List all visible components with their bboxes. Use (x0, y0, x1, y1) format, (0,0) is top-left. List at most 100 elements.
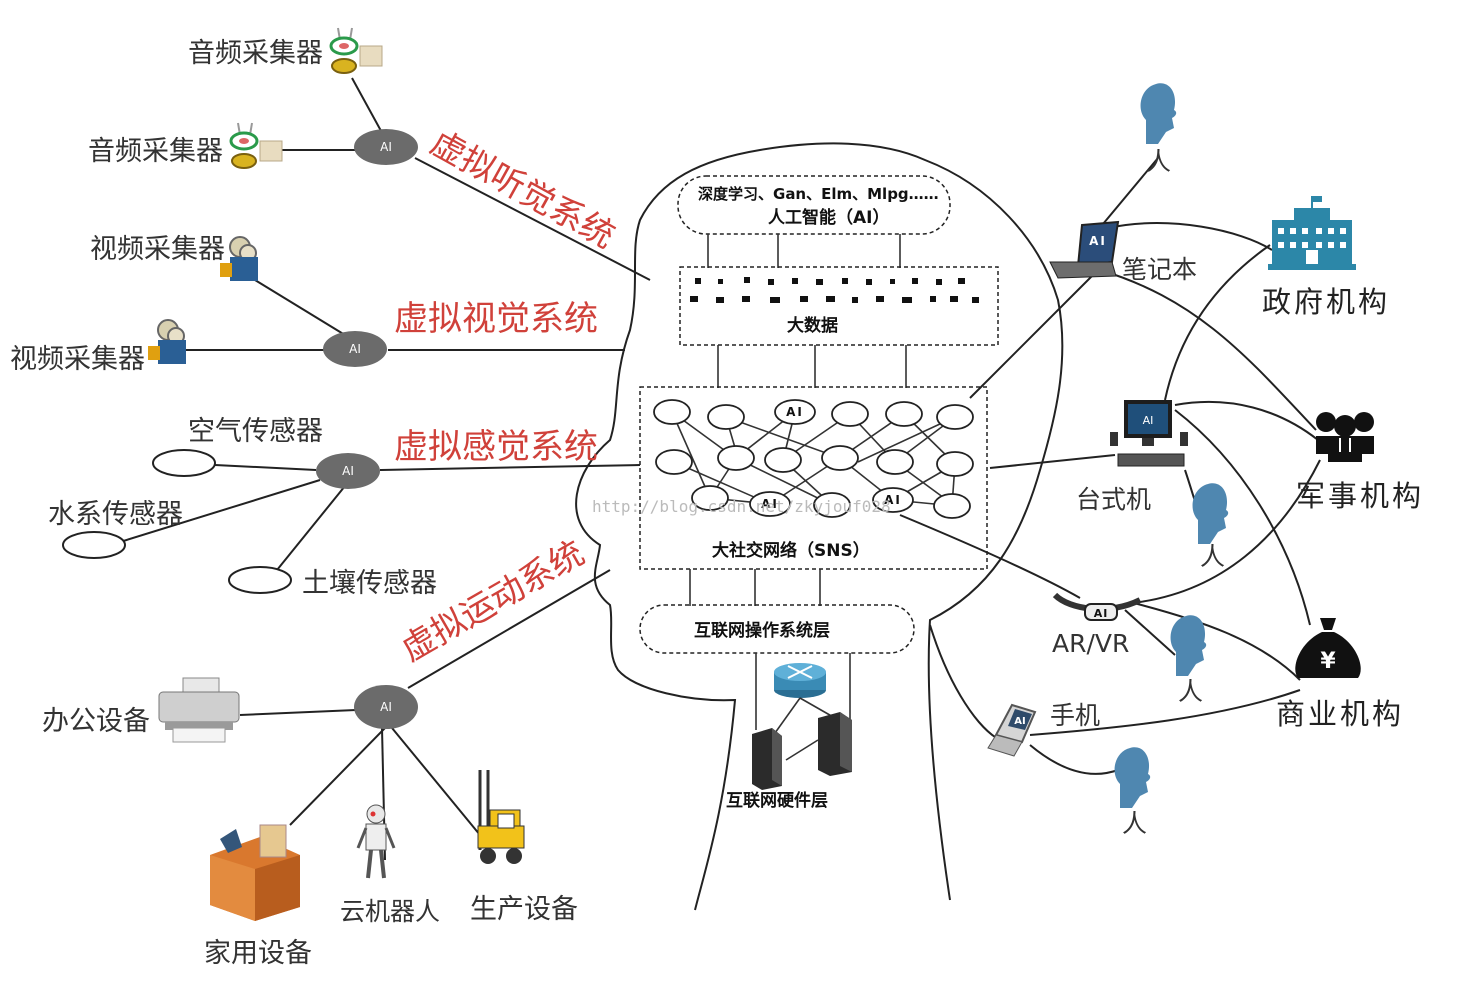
person-label: 人 (1122, 809, 1147, 838)
right-wires (899, 157, 1321, 775)
sns-node (655, 449, 693, 475)
laptop-ai-label: AI (1089, 234, 1107, 248)
home-appliance-icon (210, 824, 300, 921)
hub-hearing: AI (354, 129, 418, 165)
ai-layer: 深度学习、Gan、Elm、Mlpg…… 人工智能（AI） (677, 175, 951, 268)
svg-text:¥: ¥ (1320, 649, 1336, 674)
sns-node (831, 401, 869, 427)
sns-layer: AI AI AI 大社交网络（SNS） (639, 386, 988, 606)
big-data-label: 大数据 (787, 315, 838, 336)
virtual-vision-system-label: 虚拟视觉系统 (394, 299, 598, 339)
office-equipment-label: 办公设备 (42, 706, 150, 737)
sns-node (885, 401, 923, 427)
audio-collector-1-label: 音频采集器 (188, 38, 323, 69)
sns-box (639, 386, 988, 570)
desktop-icon: AI (1110, 400, 1188, 467)
sns-node (749, 491, 791, 517)
soil-sensor-label: 土壤传感器 (302, 568, 437, 599)
os-box (639, 604, 915, 654)
right-labels: 人 笔记本 政府机构 台式机 军事机构 人 AR/VR 人 手机 商业机构 人 (1050, 147, 1421, 838)
sns-node (764, 447, 802, 473)
sns-node (653, 399, 691, 425)
person-icon (1170, 615, 1207, 676)
arvr-ai-label: AI (1094, 607, 1109, 620)
forklift-icon (477, 770, 525, 864)
svg-text:AI: AI (380, 140, 392, 154)
hub-motion: AI (354, 685, 418, 729)
person-icon (1192, 483, 1229, 544)
big-data-layer: 大数据 (679, 266, 999, 388)
sns-node (717, 445, 755, 471)
svg-text:AI: AI (342, 464, 354, 478)
virtual-motion-system-label: 虚拟运动系统 (395, 533, 592, 670)
military-group-icon (1316, 412, 1374, 462)
sns-node (936, 451, 974, 477)
government-building-icon (1268, 196, 1356, 270)
person-icon (1140, 83, 1177, 144)
sns-nodes (653, 399, 974, 519)
virtual-hearing-system-label: 虚拟听觉系统 (424, 123, 622, 257)
video-camera-icon (148, 319, 186, 364)
water-sensor-label: 水系传感器 (48, 499, 183, 530)
router-icon (774, 663, 826, 698)
laptop-label: 笔记本 (1122, 255, 1197, 284)
person-icon (1114, 747, 1151, 808)
sns-node (876, 449, 914, 475)
ai-hubs: AI AI AI AI (316, 129, 418, 729)
video-collector-2-label: 视频采集器 (10, 344, 145, 375)
sns-node (707, 404, 745, 430)
home-equipment-label: 家用设备 (204, 938, 312, 969)
sns-node-ai-label: AI (761, 497, 779, 511)
arvr-label: AR/VR (1052, 629, 1129, 658)
virtual-sensing-system-label: 虚拟感觉系统 (394, 427, 598, 467)
sns-node-ai-label: AI (786, 405, 804, 419)
sns-label: 大社交网络（SNS） (712, 540, 870, 561)
laptop-icon: AI (1049, 220, 1120, 279)
hardware-layer-label: 互联网硬件层 (726, 790, 828, 811)
robot-icon (356, 804, 396, 879)
big-data-box (679, 266, 999, 346)
business-label: 商业机构 (1276, 697, 1404, 731)
svg-text:AI: AI (380, 700, 392, 714)
ai-layer-box (677, 175, 951, 235)
production-equipment-label: 生产设备 (470, 894, 578, 925)
air-sensor-label: 空气传感器 (188, 416, 323, 447)
printer-icon (158, 677, 240, 743)
algorithm-label: 深度学习、Gan、Elm、Mlpg…… (698, 185, 939, 203)
sns-node (691, 485, 729, 511)
os-layer-label: 互联网操作系统层 (694, 620, 830, 641)
sns-node (936, 404, 974, 430)
person-label: 人 (1178, 677, 1203, 706)
video-collector-1-label: 视频采集器 (90, 234, 225, 265)
phone-ai-label: AI (1014, 716, 1025, 727)
watermark: http://blog.csdn.net/zkyjouf028 (592, 497, 891, 516)
server-icon (752, 728, 782, 790)
hub-vision: AI (323, 331, 387, 367)
server-icon (818, 712, 852, 776)
money-bag-icon: ¥ (1295, 618, 1361, 678)
cloud-robot-label: 云机器人 (340, 897, 440, 926)
hub-sensing: AI (316, 453, 380, 489)
audio-collector-2-label: 音频采集器 (88, 136, 223, 167)
sensor-icon (62, 449, 292, 594)
arvr-glasses-icon: AI (1052, 592, 1142, 621)
gov-label: 政府机构 (1262, 285, 1390, 319)
desktop-label: 台式机 (1076, 485, 1151, 514)
svg-text:AI: AI (349, 342, 361, 356)
hardware-layer: 互联网硬件层 (726, 663, 852, 811)
video-camera-icon (220, 236, 258, 281)
phone-icon: AI (987, 703, 1037, 757)
sns-node (774, 399, 816, 425)
sns-node (872, 487, 914, 513)
os-layer: 互联网操作系统层 (639, 604, 915, 730)
sns-node (813, 492, 851, 518)
left-labels: 音频采集器 音频采集器 视频采集器 视频采集器 空气传感器 水系传感器 土壤传感… (10, 38, 578, 969)
data-blocks (690, 277, 979, 303)
audio-collector-icon (329, 27, 383, 74)
ai-layer-label: 人工智能（AI） (768, 207, 889, 228)
person-label: 人 (1146, 147, 1171, 176)
sns-node-ai-label: AI (884, 493, 902, 507)
sns-node (933, 493, 971, 519)
audio-collector-icon (229, 122, 283, 169)
